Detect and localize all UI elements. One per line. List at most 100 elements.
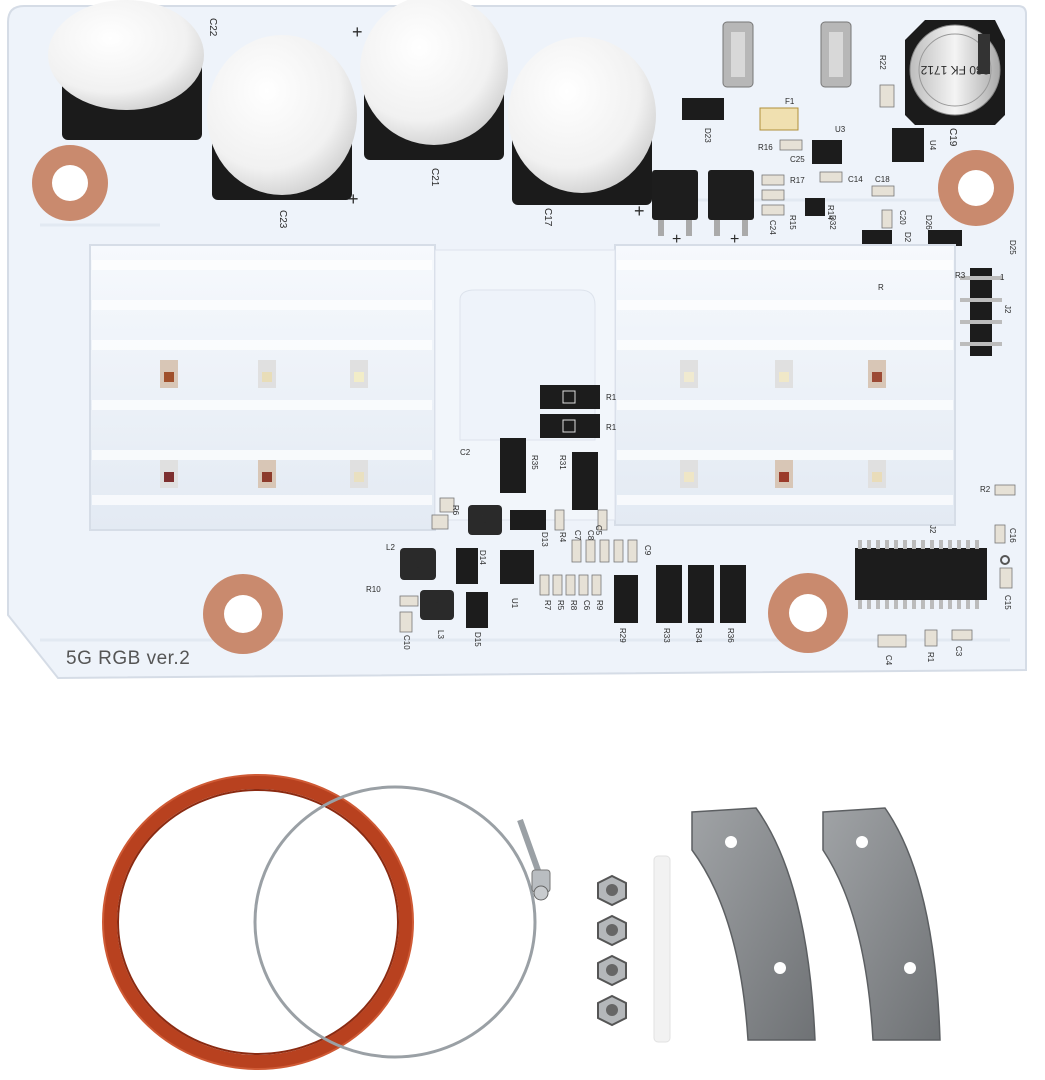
label-r1a: R1 (606, 393, 617, 402)
polarity-mark: + (634, 201, 645, 221)
label-l2: L2 (386, 543, 395, 552)
ic-u3 (812, 140, 842, 164)
label-r17: R17 (790, 176, 805, 185)
wire-clamp (253, 785, 551, 1059)
label-r10: R10 (366, 585, 381, 594)
label-d15: D15 (473, 632, 482, 647)
label-r3: R3 (955, 271, 966, 280)
label-c6: C6 (582, 600, 591, 611)
diode-d32 (805, 198, 825, 216)
capacitor-c17 (508, 37, 656, 205)
label-j2b: J2 (928, 525, 937, 534)
transistor (708, 170, 754, 236)
label-r6: R6 (451, 505, 460, 516)
mounting-pad (203, 574, 283, 654)
power-resistor (540, 385, 600, 409)
label-r29: R29 (618, 628, 627, 643)
inductor-l2: 100 (400, 548, 436, 580)
label-r33: R33 (662, 628, 671, 643)
polarity-mark: + (730, 231, 739, 248)
inductor-l2-label: 100 (413, 557, 423, 572)
label-u3: U3 (835, 125, 846, 134)
label-c18: C18 (875, 175, 890, 184)
resistor-r29 (614, 575, 638, 623)
resistor-r36 (720, 565, 746, 623)
label-u4: U4 (928, 140, 937, 151)
label-c3: C3 (954, 646, 963, 657)
smd-components (399, 84, 1016, 648)
label-c19: C19 (947, 128, 958, 147)
label-c10: C10 (402, 635, 411, 650)
ic-u1 (500, 550, 534, 584)
label-c15: C15 (1003, 595, 1012, 610)
label-r34: R34 (694, 628, 703, 643)
label-r8: R8 (569, 600, 578, 611)
label-r31: R31 (558, 455, 567, 470)
power-resistor (540, 414, 600, 438)
pin-header-j2 (960, 268, 1002, 356)
label-r7: R7 (543, 600, 552, 611)
label-f1: F1 (785, 97, 795, 106)
label-j2: J2 (1003, 305, 1012, 314)
silicone-gasket (102, 774, 414, 1070)
capacitor-c19-label: 330 FK 1712 (920, 63, 989, 77)
diode-d15 (466, 592, 488, 628)
ic-u4 (892, 128, 924, 162)
diode-d2 (862, 230, 892, 244)
label-c9: C9 (643, 545, 652, 556)
label-c4: C4 (884, 655, 893, 666)
diode-d14 (456, 548, 478, 584)
fuse-clip (722, 21, 754, 88)
label-c5: C5 (594, 525, 603, 536)
led-array (160, 360, 886, 488)
label-c8: C8 (586, 530, 595, 541)
light-guide-bridge (434, 249, 616, 521)
label-r22: R22 (878, 55, 887, 70)
diode-d26 (928, 230, 962, 246)
label-d13: D13 (540, 532, 549, 547)
diode-d13 (510, 510, 546, 530)
label-c23: C23 (277, 210, 288, 229)
diode-d23 (682, 98, 724, 120)
label-c20: C20 (898, 210, 907, 225)
resistor-r33 (656, 565, 682, 623)
inductor-l3: 100 (420, 590, 454, 620)
label-d23: D23 (703, 128, 712, 143)
metal-shim (691, 807, 816, 1041)
inductor: 100 (468, 505, 502, 535)
board-title: 5G RGB ver.2 (66, 648, 190, 669)
label-d2: D2 (903, 232, 912, 243)
label-d25: D25 (1008, 240, 1017, 255)
label-r36: R36 (726, 628, 735, 643)
ic-j2 (855, 540, 987, 609)
polarity-mark: + (672, 231, 681, 248)
label-c22: C22 (207, 18, 218, 37)
label-c16: C16 (1008, 528, 1017, 543)
label-r16: R16 (758, 143, 773, 152)
polarity-mark: + (348, 189, 359, 209)
mounting-pad (32, 145, 108, 221)
label-r5: R5 (556, 600, 565, 611)
fuse-clip (820, 21, 852, 88)
capacitor-c22 (48, 0, 204, 140)
resistor-r31 (572, 452, 598, 510)
label-r35: R35 (530, 455, 539, 470)
label-r1: R1 (926, 652, 935, 663)
transistor (652, 170, 698, 236)
label-c7: C7 (573, 530, 582, 541)
label-c2: C2 (460, 448, 471, 457)
mounting-pad (938, 150, 1014, 226)
resistor-r35 (500, 438, 526, 493)
capacitor-c21 (360, 0, 508, 160)
label-c25: C25 (790, 155, 805, 164)
label-r15: R15 (788, 215, 797, 230)
resistor-r34 (688, 565, 714, 623)
silkscreen-labels: C22 C23 C21 C17 C19 C25 C14 C18 C20 C24 … (66, 18, 1017, 669)
label-d32: D32 (828, 215, 837, 230)
fuse-f1 (759, 107, 799, 131)
label-d26: D26 (924, 215, 933, 230)
label-u1: U1 (510, 598, 519, 609)
polarity-mark: + (352, 22, 363, 42)
mounting-pad (768, 573, 848, 653)
